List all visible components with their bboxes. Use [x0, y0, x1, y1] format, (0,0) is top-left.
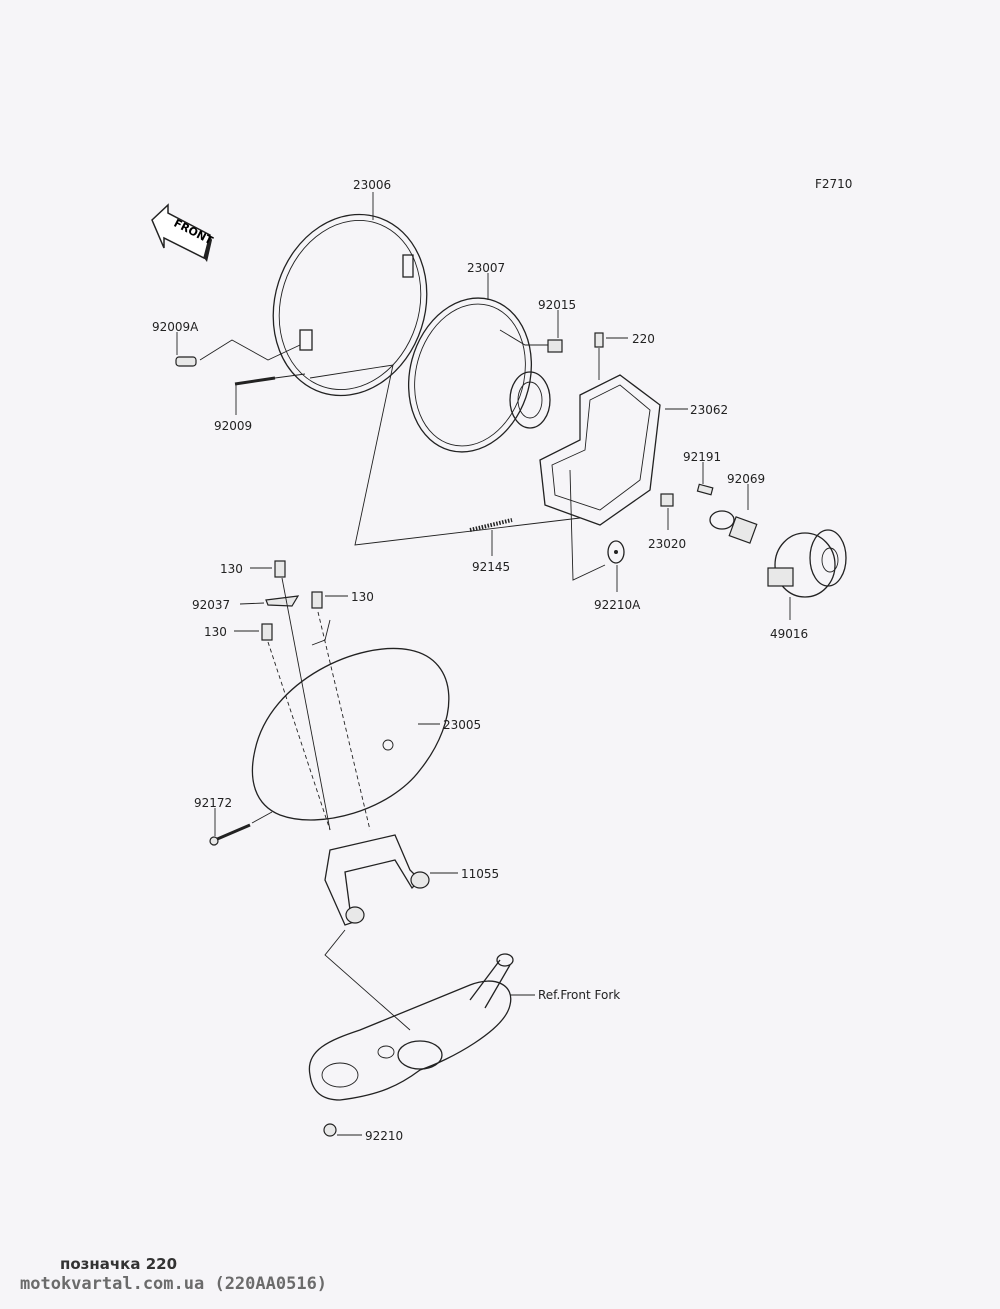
- part-23020: [660, 493, 674, 530]
- label-92069: 92069: [727, 472, 765, 486]
- label-92172: 92172: [194, 796, 232, 810]
- label-92037: 92037: [192, 598, 230, 612]
- label-92009A: 92009A: [152, 320, 199, 334]
- nut-92015: [499, 310, 563, 353]
- label-23062: 23062: [690, 403, 728, 417]
- label-92009: 92009: [214, 419, 252, 433]
- bracket-23062: [539, 374, 688, 526]
- headlight-unit-23007: [407, 273, 551, 453]
- front-arrow-icon: FRONT: [151, 203, 215, 262]
- label-92210A: 92210A: [594, 598, 641, 612]
- label-92145: 92145: [472, 560, 510, 574]
- label-ref-front-fork: Ref.Front Fork: [538, 988, 620, 1002]
- label-23020: 23020: [648, 537, 686, 551]
- screw-92009: [234, 364, 581, 546]
- label-92210: 92210: [365, 1129, 403, 1143]
- label-130-left: 130: [204, 625, 227, 639]
- label-23007: 23007: [467, 261, 505, 275]
- screw-220: [594, 332, 628, 380]
- label-130-right: 130: [351, 590, 374, 604]
- caption: позначка 220: [60, 1255, 178, 1273]
- bracket-11055: [324, 834, 458, 926]
- cap-49016: [767, 529, 847, 620]
- diagram-code: F2710: [815, 177, 852, 191]
- label-92191: 92191: [683, 450, 721, 464]
- headlight-rim-23006: [272, 192, 428, 397]
- label-11055: 11055: [461, 867, 499, 881]
- label-49016: 49016: [770, 627, 808, 641]
- screw-92009A: [175, 332, 301, 367]
- label-23006: 23006: [353, 178, 391, 192]
- site-watermark: motokvartal.com.ua (220AA0516): [20, 1274, 328, 1294]
- label-92015: 92015: [538, 298, 576, 312]
- label-130-top: 130: [220, 562, 243, 576]
- steering-stem-front-fork: [308, 929, 535, 1137]
- label-23005: 23005: [443, 718, 481, 732]
- cover-23005: [251, 647, 450, 821]
- label-220: 220: [632, 332, 655, 346]
- spring-92145: [469, 518, 513, 556]
- part-92191: [696, 462, 714, 496]
- part-92210A: [569, 469, 625, 592]
- bulb-92069: [709, 484, 758, 544]
- bolts-130: [234, 560, 371, 831]
- screw-92172: [209, 808, 273, 846]
